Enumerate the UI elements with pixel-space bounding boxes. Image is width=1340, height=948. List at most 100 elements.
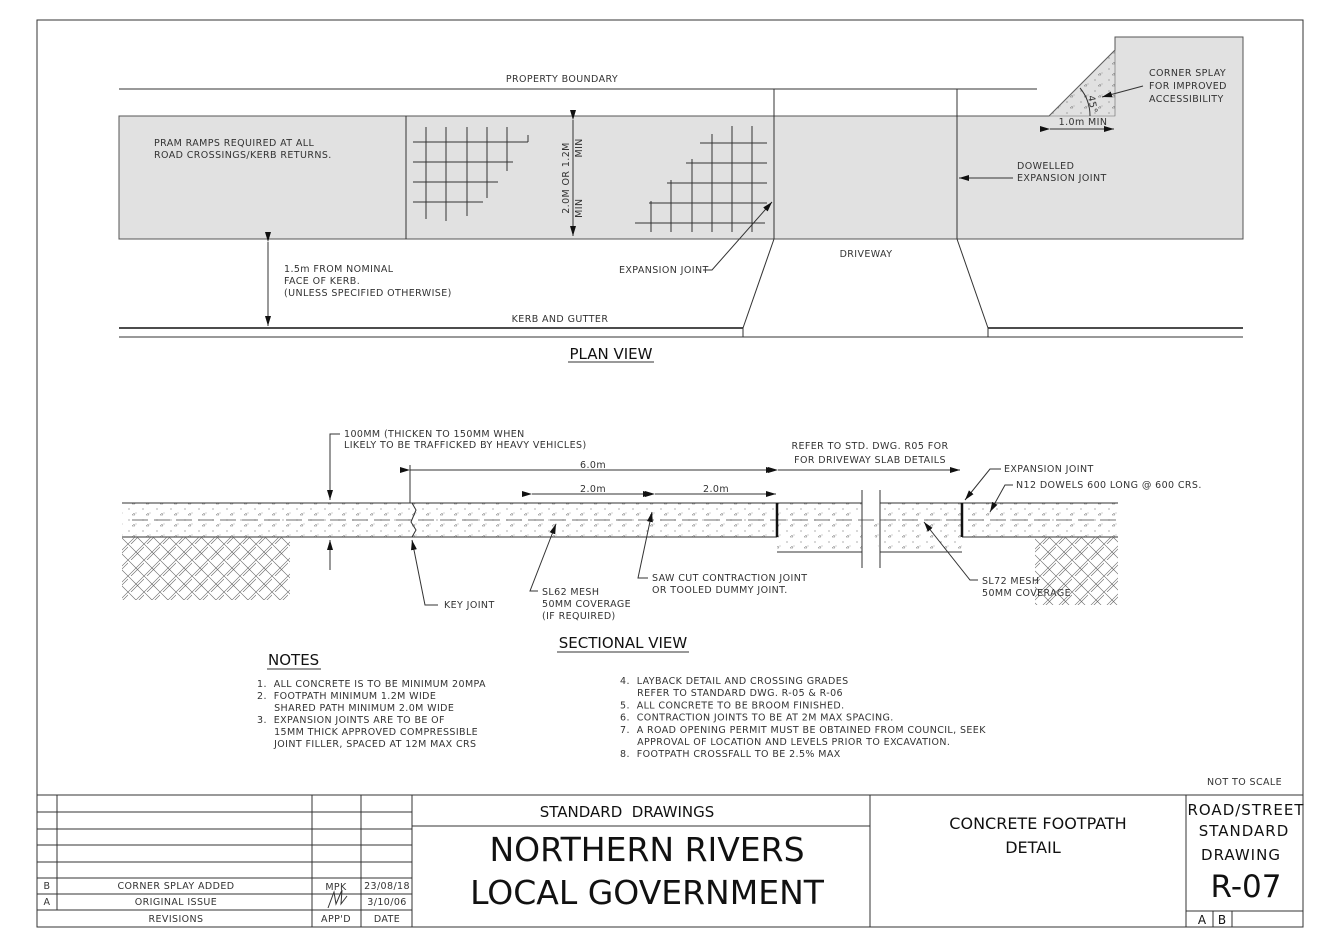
revisions-header: REVISIONS [149,914,204,925]
key-joint-label: KEY JOINT [444,600,495,611]
key-joint-leader [411,539,438,606]
drawing-type: ROAD/STREET [1187,801,1304,819]
sl62-label: (IF REQUIRED) [542,611,616,622]
refer-label: REFER TO STD. DWG. R05 FOR [792,441,949,452]
pram-ramp-note: PRAM RAMPS REQUIRED AT ALL [154,138,314,149]
saw-cut-label: SAW CUT CONTRACTION JOINT [652,573,807,584]
note-line: 7. A ROAD OPENING PERMIT MUST BE OBTAINE… [620,725,986,736]
splay-min-label: 1.0m MIN [1059,117,1108,128]
rev-date: 3/10/06 [367,897,406,908]
refer-label: FOR DRIVEWAY SLAB DETAILS [794,455,946,466]
date-header: DATE [374,914,400,925]
expansion-joint-label: EXPANSION JOINT [619,265,709,276]
drawing-number: R-07 [1211,869,1282,905]
notes-right-column: 4. LAYBACK DETAIL AND CROSSING GRADES RE… [620,676,986,760]
dim-2m-b: 2.0m [703,484,729,495]
corner-splay-label: CORNER SPLAY [1149,68,1226,79]
offset-label: FACE OF KERB. [284,276,360,287]
expansion-joints [775,503,964,537]
kerb-end-ticks [742,328,989,337]
sl72-label: SL72 MESH [982,576,1039,587]
rev-box: A [1198,913,1207,927]
title-block: B CORNER SPLAY ADDED MPK 23/08/18 A ORIG… [36,794,1304,928]
notes: NOTES 1. ALL CONCRETE IS TO BE MINIMUM 2… [257,651,1282,788]
note-line: 15MM THICK APPROVED COMPRESSIBLE [257,727,478,738]
expansion-joint-leader [964,468,1001,501]
thickness-label: 100MM (THICKEN TO 150MM WHEN [344,429,525,440]
expansion-joint-label: EXPANSION JOINT [1004,464,1094,475]
title-block-border [36,794,1304,928]
rev-box: B [1218,913,1226,927]
pram-ramp-note: ROAD CROSSINGS/KERB RETURNS. [154,150,332,161]
plan-view-title: PLAN VIEW [570,345,653,363]
signature [327,889,348,909]
rev-description: CORNER SPLAY ADDED [118,881,235,892]
drawing-title: CONCRETE FOOTPATH [949,814,1126,833]
thickness-arrow-top [327,433,340,500]
angle-label: 45° [1085,95,1099,115]
soil-hatch-right [1035,537,1118,605]
note-line: 4. LAYBACK DETAIL AND CROSSING GRADES [620,676,849,687]
width-label: 2.0M OR 1.2M [561,142,572,214]
offset-label: 1.5m FROM NOMINAL [284,264,394,275]
driveway-slab-section [777,503,862,552]
rev-letter: A [44,897,51,908]
break-lines [861,490,881,568]
rev-letter: B [44,881,51,892]
note-line: 6. CONTRACTION JOINTS TO BE AT 2M MAX SP… [620,713,894,724]
org-name: NORTHERN RIVERS [489,830,804,869]
scale-note: NOT TO SCALE [1207,777,1282,788]
standard-drawings-label: STANDARD DRAWINGS [540,803,715,821]
drawing-title: DETAIL [1005,838,1061,857]
org-name: LOCAL GOVERNMENT [470,873,825,912]
driveway-slab-section [872,503,962,552]
corner-splay-leader [1101,85,1144,98]
driveway-splay-line [956,238,989,329]
key-joint [410,502,417,538]
saw-cut-leader [637,511,653,579]
note-line: APPROVAL OF LOCATION AND LEVELS PRIOR TO… [620,737,950,748]
note-line: 1. ALL CONCRETE IS TO BE MINIMUM 20MPA [257,679,486,690]
rev-date: 23/08/18 [364,881,410,892]
plan-view: PROPERTY BOUNDARY 2.0M OR 1.2M MIN MIN P… [118,36,1244,363]
sl72-leader [923,521,978,581]
rev-description: ORIGINAL ISSUE [135,897,217,908]
drawing-type: STANDARD [1199,822,1290,840]
note-line: REFER TO STANDARD DWG. R-05 & R-06 [620,688,843,699]
sl62-label: 50MM COVERAGE [542,599,631,610]
width-label-min: MIN MIN [574,138,585,218]
dowelled-label: EXPANSION JOINT [1017,173,1107,184]
offset-label: (UNLESS SPECIFIED OTHERWISE) [284,288,452,299]
note-line: 3. EXPANSION JOINTS ARE TO BE OF [257,715,445,726]
property-boundary-label: PROPERTY BOUNDARY [506,74,618,85]
driveway-label: DRIVEWAY [840,249,893,260]
drawing-type: DRAWING [1201,846,1281,864]
sl62-label: SL62 MESH [542,587,599,598]
soil-hatch-left [122,537,290,600]
thickness-label: LIKELY TO BE TRAFFICKED BY HEAVY VEHICLE… [344,440,587,451]
corner-splay-label: ACCESSIBILITY [1149,94,1224,105]
saw-cut-label: OR TOOLED DUMMY JOINT. [652,585,788,596]
sectional-view-title: SECTIONAL VIEW [559,634,688,652]
dim-6m: 6.0m [580,460,606,471]
dowels-label: N12 DOWELS 600 LONG @ 600 CRS. [1016,480,1202,491]
note-line: JOINT FILLER, SPACED AT 12M MAX CRS [257,739,476,750]
sectional-view: 100MM (THICKEN TO 150MM WHEN LIKELY TO B… [122,429,1202,653]
note-line: SHARED PATH MINIMUM 2.0M WIDE [257,703,454,714]
notes-title: NOTES [268,651,319,669]
notes-left-column: 1. ALL CONCRETE IS TO BE MINIMUM 20MPA2.… [257,679,486,750]
driveway-splay-line [742,238,775,329]
dowelled-label: DOWELLED [1017,161,1074,172]
dim-2m-a: 2.0m [580,484,606,495]
mesh-left [413,127,529,221]
sl72-label: 50MM COVERAGE [982,588,1071,599]
title-block-grid [37,795,1303,927]
sl62-leader [529,523,557,592]
mesh-right [635,126,767,232]
rev-approver: MPK [325,882,347,893]
kerb-label: KERB AND GUTTER [512,314,609,325]
angle-arc [1079,87,1091,117]
app-header: APP'D [321,914,351,925]
note-line: 2. FOOTPATH MINIMUM 1.2M WIDE [257,691,436,702]
